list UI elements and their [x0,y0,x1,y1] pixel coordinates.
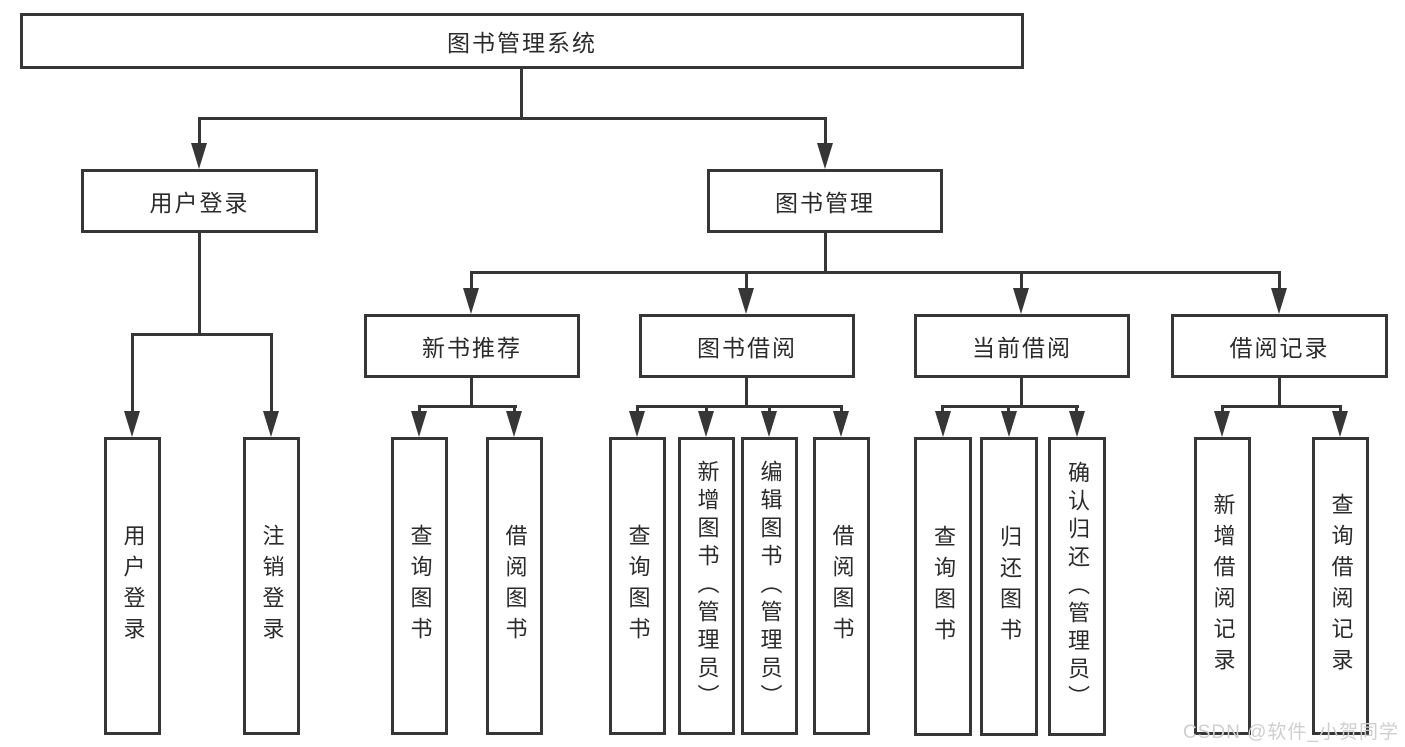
connector-borrow-records-drop [1278,378,1281,407]
connector-book-mgmt-drop [824,233,827,273]
connector-stem-new-books [470,271,473,293]
node-leaf-add-book-admin: 新增图书（管理员） [678,437,735,735]
arrowhead-leaf-4 [506,411,522,437]
node-leaf-edit-book-admin-label: 编辑图书（管理员） [757,460,783,712]
arrowhead-leaf-13 [1332,411,1348,437]
csdn-watermark: CSDN @软件_小贺同学 [1183,722,1399,743]
node-leaf-borrow-books-1-label: 借阅图书 [502,524,528,648]
arrowhead-user-login [191,143,207,169]
node-leaf-confirm-return-admin: 确认归还（管理员） [1048,437,1106,736]
connector-root-drop [520,69,523,117]
node-leaf-query-books-1: 查询图书 [391,437,448,735]
node-leaf-query-books-3: 查询图书 [914,437,972,736]
node-new-books-label: 新书推荐 [422,335,522,361]
node-leaf-confirm-return-admin-label: 确认归还（管理员） [1065,460,1090,713]
node-user-login-label: 用户登录 [149,190,250,216]
node-root: 图书管理系统 [20,13,1024,69]
connector-user-login-split [131,333,273,336]
arrowhead-current-borrow [1013,288,1029,314]
connector-user-login-drop [198,233,201,335]
node-leaf-borrow-books-2: 借阅图书 [813,437,870,735]
arrowhead-leaf-6 [698,411,714,437]
connector-borrow-records-split [1221,405,1342,408]
node-current-borrow-label: 当前借阅 [972,335,1072,361]
node-leaf-return-books: 归还图书 [980,437,1038,736]
node-leaf-add-book-admin-label: 新增图书（管理员） [694,460,720,712]
arrowhead-book-borrow [738,288,754,314]
node-leaf-user-login: 用户登录 [104,437,161,735]
connector-book-borrow-drop [745,378,748,407]
node-new-books: 新书推荐 [364,314,580,378]
node-book-mgmt-label: 图书管理 [775,190,875,216]
node-leaf-return-books-label: 归还图书 [997,524,1022,649]
arrowhead-leaf-7 [761,411,777,437]
connector-current-borrow-drop [1020,378,1023,407]
node-book-borrow: 图书借阅 [639,314,855,378]
arrowhead-book-mgmt [817,143,833,169]
connector-stem-book-borrow [745,271,748,293]
node-book-mgmt: 图书管理 [707,169,943,233]
arrowhead-new-books [463,288,479,314]
arrowhead-borrow-records [1271,288,1287,314]
node-leaf-borrow-books-1: 借阅图书 [486,437,543,735]
node-leaf-logout-label: 注销登录 [259,524,285,648]
connector-current-borrow-split [941,405,1079,408]
arrowhead-leaf-10 [1001,411,1017,437]
node-leaf-query-books-2: 查询图书 [609,437,666,735]
node-leaf-user-login-label: 用户登录 [120,524,146,648]
node-leaf-query-books-2-label: 查询图书 [625,524,651,648]
connector-stem-leaf-login [131,333,134,417]
node-leaf-add-borrow-record-label: 新增借阅记录 [1210,493,1236,679]
connector-stem-current-borrow [1020,271,1023,293]
node-leaf-query-borrow-record-label: 查询借阅记录 [1328,493,1354,679]
connector-stem-user-login [198,117,201,147]
connector-new-books-split [418,405,517,408]
arrowhead-leaf-12 [1214,411,1230,437]
arrowhead-leaf-login [124,411,140,437]
node-borrow-records-label: 借阅记录 [1229,335,1330,361]
node-leaf-query-books-1-label: 查询图书 [407,524,433,648]
arrowhead-leaf-3 [411,411,427,437]
node-book-borrow-label: 图书借阅 [697,335,797,361]
node-root-label: 图书管理系统 [447,30,597,56]
connector-book-mgmt-split [470,271,1281,274]
connector-stem-borrow-records [1278,271,1281,293]
arrowhead-leaf-5 [629,411,645,437]
connector-book-borrow-split [636,405,843,408]
node-leaf-logout: 注销登录 [243,437,300,735]
connector-root-split [198,117,827,120]
arrowhead-leaf-9 [935,411,951,437]
connector-stem-leaf-logout [270,333,273,417]
arrowhead-leaf-logout [263,411,279,437]
node-leaf-query-borrow-record: 查询借阅记录 [1312,437,1369,735]
node-user-login: 用户登录 [81,169,318,233]
node-leaf-add-borrow-record: 新增借阅记录 [1194,437,1251,735]
connector-stem-book-mgmt [824,117,827,147]
arrowhead-leaf-8 [833,411,849,437]
node-leaf-edit-book-admin: 编辑图书（管理员） [741,437,798,735]
node-leaf-query-books-3-label: 查询图书 [931,524,956,649]
node-current-borrow: 当前借阅 [914,314,1130,378]
arrowhead-leaf-11 [1069,411,1085,437]
connector-new-books-drop [470,378,473,407]
node-borrow-records: 借阅记录 [1171,314,1388,378]
node-leaf-borrow-books-2-label: 借阅图书 [829,524,855,648]
